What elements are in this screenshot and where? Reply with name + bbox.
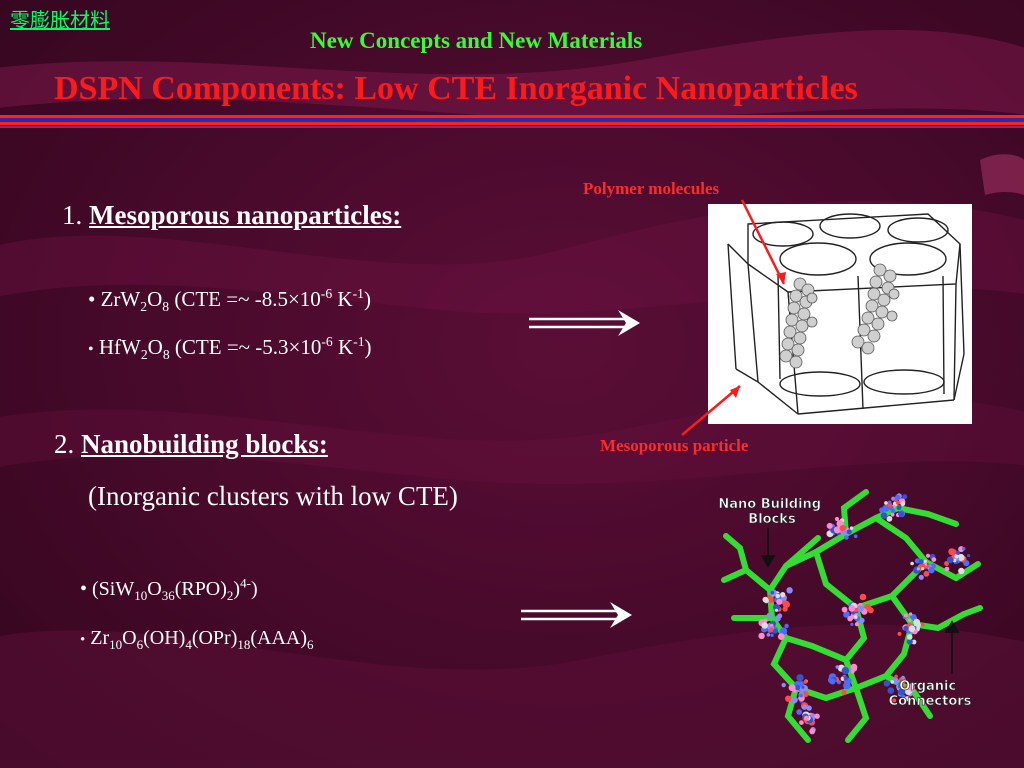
header-link[interactable]: 零膨胀材料 — [10, 8, 110, 32]
nanobuilding-blocks-figure: Nano Building Blocks Organic Connectors — [716, 478, 986, 760]
cluster-molecule — [883, 674, 915, 703]
inorganic-clusters — [758, 493, 971, 735]
label-mesoporous-particle: Mesoporous particle — [600, 436, 749, 455]
label-nano-building-blocks: Nano Building Blocks — [718, 497, 825, 527]
cluster-molecule — [796, 702, 820, 735]
cluster-molecule — [827, 663, 858, 695]
page-subtitle: New Concepts and New Materials — [310, 28, 643, 53]
annotation-arrows — [681, 199, 786, 436]
arrow-to-polymer — [740, 199, 786, 285]
cluster-molecule — [879, 493, 908, 522]
bullet-icon: • — [88, 341, 94, 358]
formula-siw10-cluster: (SiW10O36(RPO)2)4-) — [92, 575, 258, 603]
cluster-molecule — [758, 612, 789, 640]
formula-zrw2o8: ZrW2O8 — [100, 287, 170, 315]
cluster-network-illustration: Nano Building Blocks Organic Connectors — [718, 489, 983, 743]
section2-bullet-1: • (SiW10O36(RPO)2)4-) — [80, 575, 258, 603]
bullet-icon: • — [80, 578, 88, 600]
cluster-molecule — [826, 516, 858, 540]
cluster-molecule — [762, 587, 793, 612]
section2-number: 2. — [54, 429, 75, 459]
bullet-icon: • — [88, 287, 96, 311]
section1-bullet-1: • ZrW2O8 (CTE =~ -8.5×10-6 K-1) — [88, 286, 371, 315]
cte-value: (CTE =~ -5.3×10-6 K-1) — [169, 334, 372, 359]
section1-heading: 1. Mesoporous nanoparticles: — [62, 200, 401, 231]
cluster-molecule — [944, 546, 971, 575]
mesoporous-particle-figure — [708, 204, 972, 424]
section1-title: Mesoporous nanoparticles: — [89, 200, 402, 230]
section2-heading: 2. Nanobuilding blocks: — [54, 429, 328, 460]
cte-value: (CTE =~ -8.5×10-6 K-1) — [169, 286, 371, 311]
double-arrow-icon — [529, 310, 640, 336]
section2-title: Nanobuilding blocks: — [81, 429, 328, 459]
cluster-molecule — [781, 674, 809, 704]
formula-zr10-cluster: Zr10O6(OH)4(OPr)18(AAA)6 — [90, 627, 314, 652]
section2-bullet-2: • Zr10O6(OH)4(OPr)18(AAA)6 — [80, 627, 314, 652]
cluster-molecule — [897, 612, 925, 645]
page-title: DSPN Components: Low CTE Inorganic Nanop… — [54, 70, 858, 107]
double-arrow-icon — [521, 602, 632, 628]
label-organic-connectors: Organic Connectors — [889, 679, 972, 709]
organic-connectors — [721, 489, 983, 743]
section2-subheading: (Inorganic clusters with low CTE) — [88, 481, 458, 511]
cluster-molecule — [841, 593, 874, 627]
section1-bullet-2: • HfW2O8 (CTE =~ -5.3×10-6 K-1) — [88, 334, 372, 363]
hexagonal-particle-illustration — [727, 213, 965, 415]
formula-hfw2o8: HfW2O8 — [98, 335, 170, 363]
cluster-molecule — [910, 553, 937, 580]
bullet-icon: • — [80, 632, 86, 648]
arrow-to-particle — [681, 385, 741, 436]
label-polymer-molecules: Polymer molecules — [583, 179, 720, 198]
section1-number: 1. — [62, 200, 83, 230]
